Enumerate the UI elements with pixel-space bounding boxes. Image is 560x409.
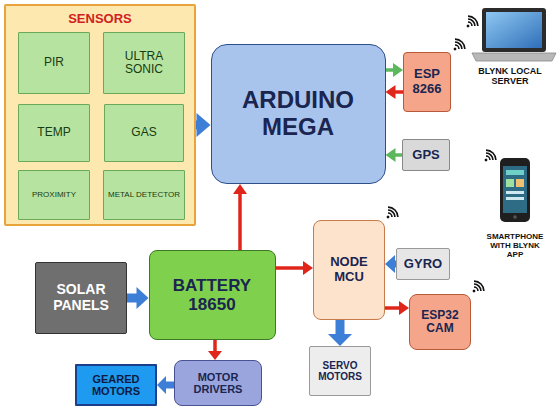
laptop-icon (472, 8, 556, 61)
box-label: METAL DETECTOR (108, 191, 180, 200)
sensor-box: GAS (104, 104, 184, 162)
connector-arrow (328, 320, 352, 346)
arrow-head (197, 113, 211, 137)
connector-line (385, 306, 401, 310)
battery-box: BATTERY 18650 (149, 250, 276, 340)
sensor-box: TEMP (18, 104, 90, 162)
wifi-symbol (449, 37, 467, 55)
connector-arrow (385, 255, 396, 273)
box-label: BATTERY 18650 (153, 276, 272, 314)
box-label: SOLAR PANELS (39, 282, 123, 313)
module-box: GYRO (396, 248, 450, 280)
box-label: SERVO MOTORS (313, 360, 367, 382)
box-label: TEMP (37, 126, 70, 139)
connector-line (276, 266, 306, 270)
box-label: ARDUINO MEGA (215, 87, 382, 141)
box-label: GAS (131, 126, 156, 139)
box-label: ESP 8266 (407, 67, 447, 96)
sensor-box: PIR (18, 32, 90, 94)
connector-line (336, 320, 345, 336)
connector-line (238, 192, 242, 250)
box-label: MOTOR DRIVERS (178, 371, 258, 396)
connector-arrow (276, 261, 314, 275)
module-box: ESP32 CAM (409, 294, 471, 350)
connector-arrow (386, 63, 404, 77)
box-label: NODE MCU (317, 255, 381, 284)
module-box: ESP 8266 (403, 52, 451, 112)
driver-box: MOTOR DRIVERS (174, 360, 262, 406)
box-label: PROXIMITY (32, 191, 76, 200)
arrow-head (233, 184, 247, 194)
wifi-symbol (480, 148, 498, 166)
box-label: GYRO (404, 257, 442, 272)
connector-arrow (127, 287, 149, 309)
sensor-panel: SENSORS PIR ULTRA SONIC TEMP GAS PROXIMITY MET… (4, 4, 196, 226)
arrow-head (385, 255, 395, 273)
connector-arrow (208, 340, 222, 360)
connector-arrow (157, 376, 174, 394)
arrow-head (399, 301, 409, 315)
arrow-head (208, 351, 222, 360)
arrow-head (386, 85, 396, 99)
connector-arrow (386, 148, 403, 162)
power-source-box: SOLAR PANELS (35, 262, 127, 334)
connector-line (213, 340, 217, 353)
arrow-head (157, 376, 166, 394)
controller-box: ARDUINO MEGA (211, 44, 386, 184)
box-label: ESP32 CAM (413, 309, 467, 336)
connector-arrow (196, 113, 211, 137)
controller-box: NODE MCU (313, 220, 385, 320)
sensor-box: ULTRA SONIC (103, 32, 185, 94)
wifi-symbol (468, 279, 486, 297)
box-label: GEARED MOTORS (80, 373, 152, 398)
wifi-symbol (462, 14, 480, 32)
actuator-box: SERVO MOTORS (309, 346, 371, 396)
device-caption: BLYNK LOCAL SERVER (462, 66, 558, 87)
box-label: ULTRA SONIC (107, 50, 181, 77)
smartphone-icon (500, 158, 530, 222)
module-box: GPS (402, 139, 450, 171)
arrow-head (303, 261, 313, 275)
box-label: GPS (412, 148, 439, 163)
arrow-head (137, 287, 149, 309)
box-label: PIR (44, 56, 64, 69)
sensor-box: PROXIMITY (18, 170, 90, 220)
sensor-box: METAL DETECTOR (103, 170, 185, 220)
actuator-box: GEARED MOTORS (75, 364, 157, 406)
arrow-head (386, 148, 396, 162)
wifi-symbol (382, 205, 400, 223)
device-caption: SMARTPHONE WITH BLYNK APP (482, 232, 548, 260)
arrow-head (328, 334, 352, 346)
panel-title: SENSORS (9, 12, 191, 27)
connector-arrow (233, 184, 247, 250)
arrow-head (393, 63, 403, 77)
connector-arrow (385, 301, 409, 315)
connector-arrow (386, 85, 404, 99)
